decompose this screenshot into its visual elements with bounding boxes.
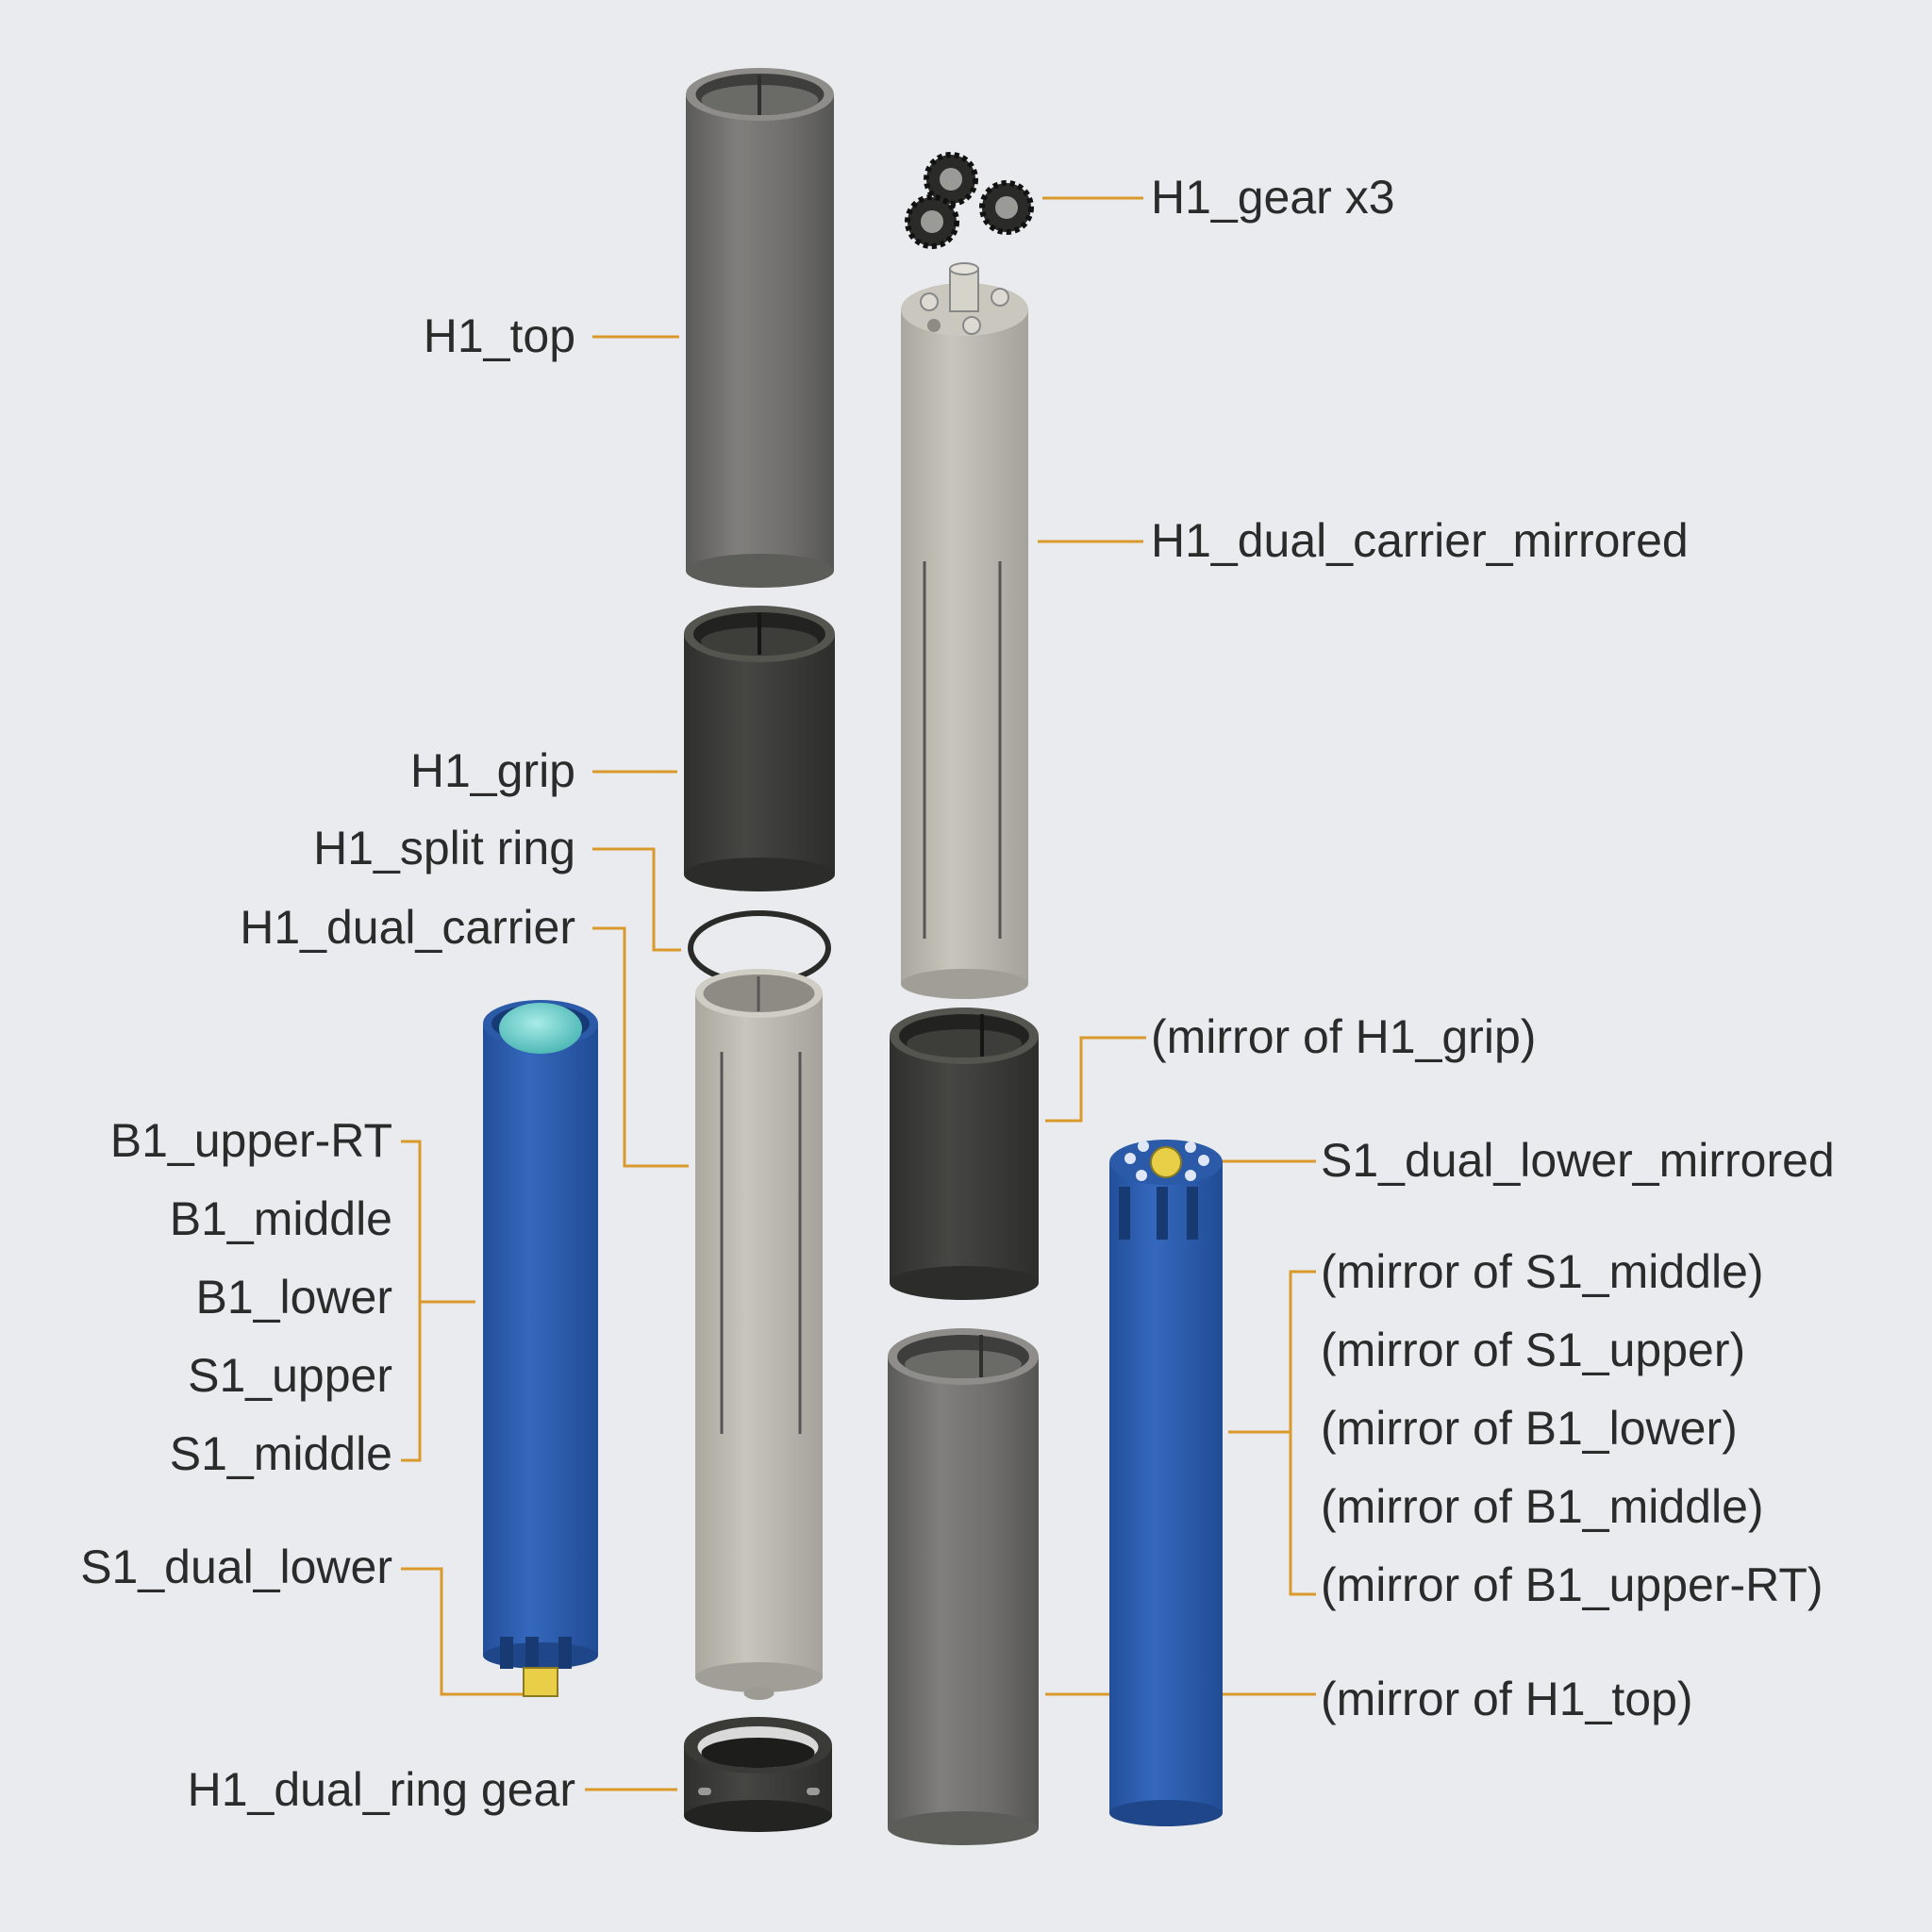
- label-mirror-h1-grip: (mirror of H1_grip): [1151, 1010, 1537, 1063]
- label-s1-dual-lower: S1_dual_lower: [80, 1541, 392, 1593]
- label-b1-upper-rt: B1_upper-RT: [109, 1114, 392, 1167]
- label-h1-dual-carrier: H1_dual_carrier: [240, 901, 575, 954]
- leader-bracket-left: [401, 1140, 422, 1462]
- label-s1-dual-lower-mirrored: S1_dual_lower_mirrored: [1321, 1134, 1835, 1187]
- h1-grip-part: [684, 606, 835, 891]
- h1-top-part: [686, 68, 834, 588]
- label-s1-upper: S1_upper: [188, 1349, 392, 1402]
- h1-gear-parts: [905, 152, 1034, 249]
- label-h1-dual-carrier-mirrored: H1_dual_carrier_mirrored: [1151, 514, 1689, 567]
- h1-dual-carrier-part: [695, 969, 823, 1700]
- mirror-h1-grip-part: [890, 1008, 1039, 1300]
- label-h1-dual-ring-gear: H1_dual_ring gear: [187, 1763, 575, 1816]
- leader-s1-dual-lower: [401, 1567, 523, 1696]
- leader-bracket-right: [1289, 1270, 1316, 1596]
- h1-dual-carrier-mirrored-part: [901, 262, 1028, 999]
- label-mirror-s1-middle: (mirror of S1_middle): [1321, 1245, 1764, 1298]
- h1-dual-ring-gear-part: [684, 1717, 832, 1832]
- label-h1-grip: H1_grip: [409, 744, 575, 797]
- leader-mirror-h1-grip: [1045, 1036, 1146, 1123]
- label-mirror-b1-middle: (mirror of B1_middle): [1321, 1480, 1764, 1533]
- label-b1-lower: B1_lower: [195, 1271, 392, 1324]
- right-blue-stack-part: [1109, 1140, 1223, 1826]
- leader-h1-split-ring: [592, 847, 681, 952]
- label-h1-gear: H1_gear x3: [1151, 171, 1395, 224]
- label-b1-middle: B1_middle: [169, 1192, 392, 1245]
- label-mirror-b1-lower: (mirror of B1_lower): [1321, 1402, 1738, 1455]
- label-mirror-h1-top: (mirror of H1_top): [1321, 1673, 1693, 1725]
- leader-h1-dual-carrier: [592, 926, 689, 1168]
- mirror-h1-top-part: [888, 1328, 1039, 1845]
- label-h1-top: H1_top: [423, 309, 575, 362]
- left-blue-stack-part: [483, 1000, 598, 1697]
- label-s1-middle: S1_middle: [169, 1427, 392, 1480]
- label-mirror-b1-upper-rt: (mirror of B1_upper-RT): [1321, 1558, 1824, 1611]
- label-h1-split-ring: H1_split ring: [313, 822, 575, 874]
- label-mirror-s1-upper: (mirror of S1_upper): [1321, 1324, 1746, 1376]
